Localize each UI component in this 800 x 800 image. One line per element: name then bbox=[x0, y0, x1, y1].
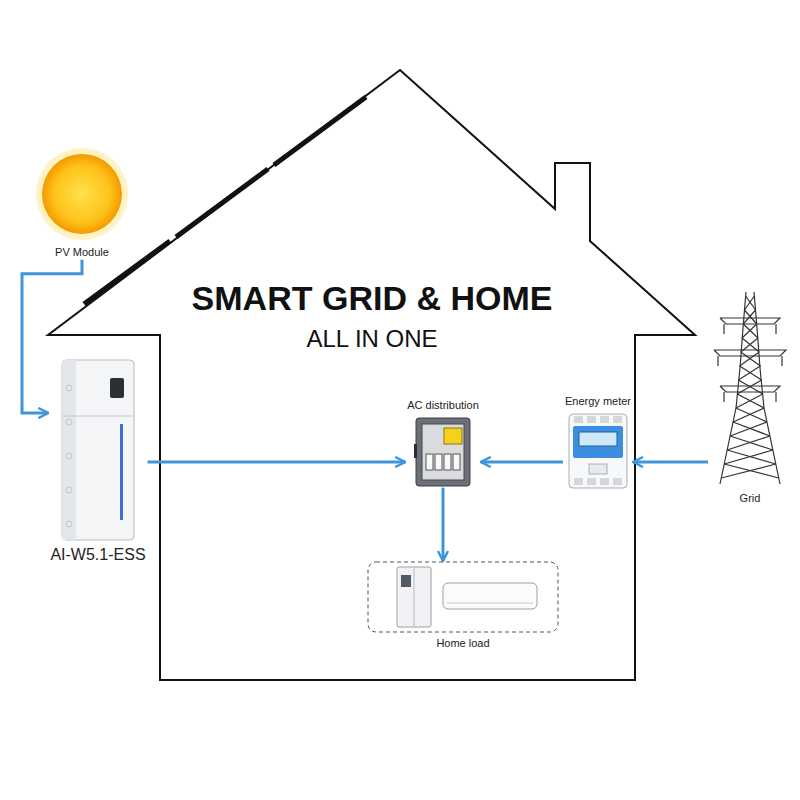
storage-unit: AI-W5.1-ESS bbox=[48, 358, 147, 565]
terminal bbox=[587, 416, 596, 423]
home-load: Home load bbox=[367, 561, 559, 651]
sun-glow bbox=[36, 148, 128, 240]
node-label: AC distribution bbox=[405, 398, 481, 413]
ess-drawing bbox=[60, 358, 136, 542]
acbox-icon bbox=[414, 416, 472, 488]
solar-panel bbox=[176, 169, 268, 237]
ac-distribution-box: AC distribution bbox=[405, 398, 481, 488]
ess-housing bbox=[62, 360, 134, 540]
terminal bbox=[600, 478, 609, 485]
node-label: Energy meter bbox=[563, 394, 633, 409]
air-conditioner bbox=[443, 583, 537, 609]
terminal bbox=[600, 416, 609, 423]
hinge bbox=[414, 444, 417, 458]
warning-sticker bbox=[444, 428, 462, 444]
ess-side bbox=[62, 360, 76, 540]
power-flow-line bbox=[481, 461, 563, 464]
breaker bbox=[453, 454, 460, 470]
power-flow-line bbox=[633, 461, 708, 464]
title: SMART GRID & HOME bbox=[192, 280, 553, 317]
terminal bbox=[613, 416, 622, 423]
meter-drawing bbox=[567, 412, 629, 490]
ess-vent bbox=[66, 453, 72, 459]
meter-icon bbox=[567, 412, 629, 490]
meter-housing bbox=[569, 414, 627, 488]
load-icon bbox=[367, 561, 559, 633]
node-label: Grid bbox=[738, 491, 763, 506]
tower-drawing bbox=[708, 288, 792, 488]
ess-icon bbox=[60, 358, 136, 542]
sun-icon bbox=[34, 146, 130, 242]
refrigerator bbox=[397, 567, 431, 627]
ess-vent bbox=[66, 521, 72, 527]
terminal bbox=[587, 478, 596, 485]
ac-vent bbox=[447, 603, 533, 604]
breaker bbox=[426, 454, 433, 470]
tower-icon bbox=[708, 288, 792, 488]
tower-lattice bbox=[714, 292, 786, 484]
power-flow-line bbox=[148, 461, 406, 464]
sun bbox=[42, 154, 122, 234]
terminal bbox=[613, 478, 622, 485]
terminal bbox=[574, 478, 583, 485]
load-drawing bbox=[367, 561, 559, 633]
subtitle: ALL IN ONE bbox=[306, 326, 437, 352]
meter-front bbox=[573, 426, 623, 458]
load-frame bbox=[368, 562, 558, 632]
node-label: Home load bbox=[434, 636, 491, 651]
node-label: AI-W5.1-ESS bbox=[48, 545, 147, 565]
ess-vent bbox=[66, 487, 72, 493]
grid-tower: Grid bbox=[708, 288, 792, 506]
ess-light-strip bbox=[120, 424, 123, 520]
breaker bbox=[444, 454, 451, 470]
node-label: PV Module bbox=[53, 245, 111, 260]
sun-drawing bbox=[34, 146, 130, 242]
ess-vent bbox=[66, 385, 72, 391]
distribution-panel bbox=[422, 424, 464, 480]
solar-panel bbox=[274, 97, 366, 165]
ess-screen bbox=[110, 378, 124, 398]
energy-meter: Energy meter bbox=[563, 394, 633, 490]
house-outline bbox=[48, 70, 695, 680]
fridge-door-gap bbox=[414, 567, 415, 627]
meter-display bbox=[579, 432, 617, 446]
fridge-panel bbox=[401, 575, 411, 587]
power-flow-line bbox=[441, 488, 444, 561]
ess-seam bbox=[62, 416, 134, 417]
distribution-housing bbox=[416, 418, 470, 486]
breaker bbox=[435, 454, 442, 470]
terminal bbox=[574, 416, 583, 423]
acbox-drawing bbox=[414, 416, 472, 488]
ess-vent bbox=[66, 419, 72, 425]
pv-module: PV Module bbox=[34, 146, 130, 260]
meter-label-plate bbox=[589, 464, 607, 474]
